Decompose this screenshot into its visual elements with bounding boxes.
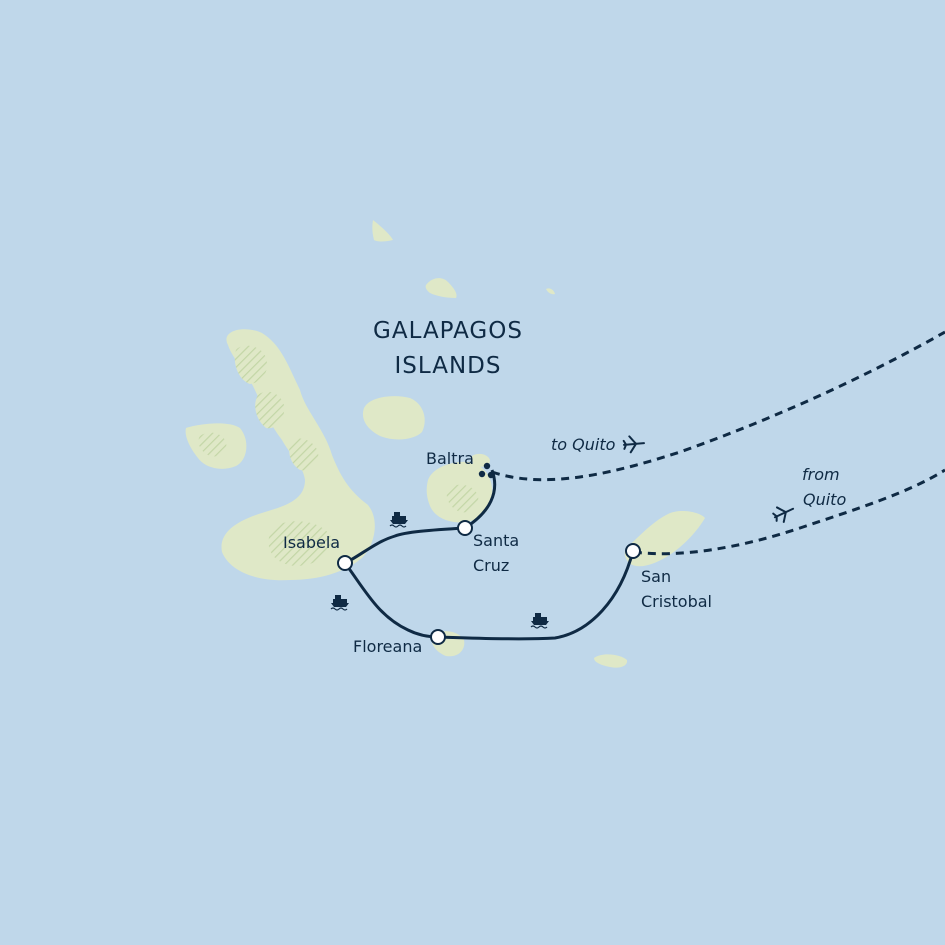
label-floreana: Floreana	[353, 637, 422, 656]
label-from-line1: from	[802, 465, 840, 484]
stop-floreana	[430, 629, 446, 645]
santiago-island	[362, 396, 425, 440]
label-baltra: Baltra	[426, 449, 474, 468]
stop-isabela	[337, 555, 353, 571]
genovesa-island	[546, 288, 555, 295]
isabela-hatch-2	[255, 391, 285, 429]
isabela-hatch-1	[234, 345, 268, 384]
isabela-hatch-4	[268, 521, 332, 566]
san-cristobal-island	[624, 511, 705, 567]
label-santa-cruz-line2: Cruz	[473, 556, 509, 575]
label-san-cristobal-line1: San	[641, 567, 671, 586]
boat-route	[342, 469, 635, 641]
espanola-island	[594, 654, 628, 668]
pinta-island	[372, 220, 393, 242]
stop-santa-cruz	[457, 520, 473, 536]
fernandina-hatch	[198, 432, 227, 457]
flight-from-quito-route	[633, 468, 945, 556]
baltra-marker	[478, 462, 495, 479]
label-isabela: Isabela	[283, 533, 340, 552]
label-from-line2: Quito	[803, 490, 846, 509]
isabela-hatch-3	[289, 438, 319, 471]
santa-cruz-hatch	[446, 484, 479, 513]
flight-routes	[491, 330, 945, 556]
stop-markers	[337, 520, 641, 645]
marchena-island	[425, 278, 457, 298]
label-to-quito: to Quito	[551, 435, 616, 454]
map-title-line1: GALAPAGOS	[373, 318, 523, 344]
label-san-cristobal-line2: Cristobal	[641, 592, 712, 611]
flight-to-quito-route	[491, 330, 945, 482]
label-santa-cruz-line1: Santa	[473, 531, 519, 550]
map-title-line2: ISLANDS	[395, 353, 502, 379]
stop-san-cristobal	[625, 543, 641, 559]
